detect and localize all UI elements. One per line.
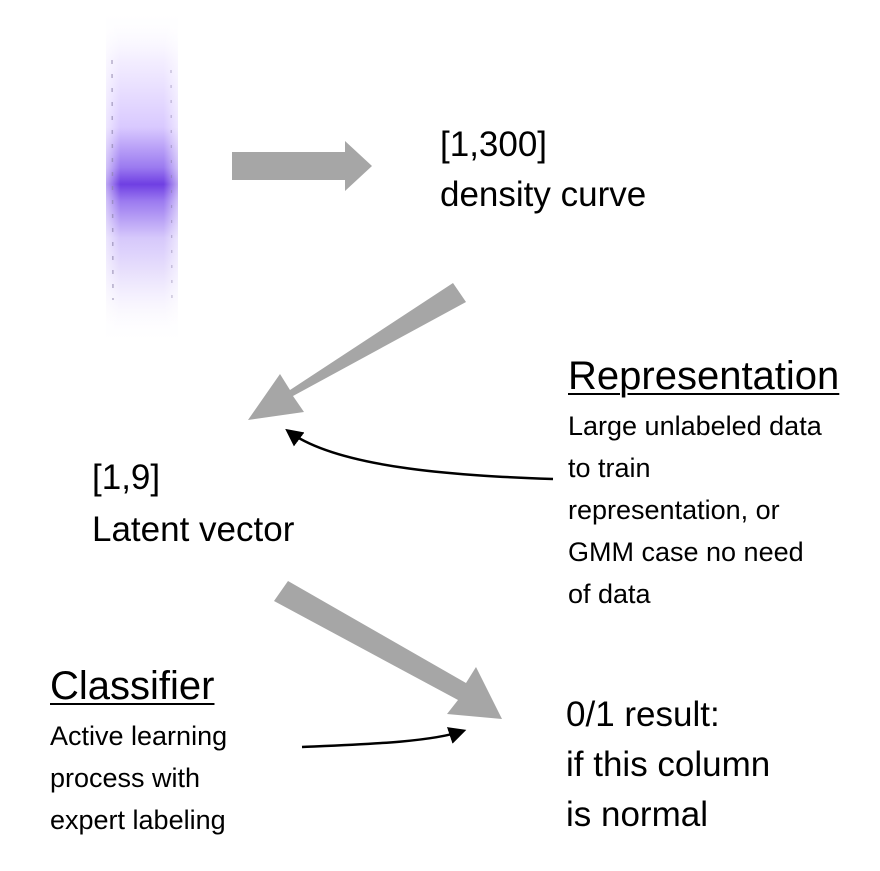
classifier-line: Active learning [50, 721, 228, 751]
representation-line: of data [568, 579, 651, 609]
gel-column-image [106, 10, 178, 345]
representation-line: to train [568, 453, 651, 483]
result-label: 0/1 result: if this column is normal [566, 690, 770, 840]
representation-line: GMM case no need [568, 537, 804, 567]
representation-heading: Representation [568, 354, 840, 398]
latent-dimension: [1,9] [92, 458, 161, 497]
representation-line: Large unlabeled data [568, 411, 822, 441]
result-line: is normal [566, 795, 708, 834]
result-line: if this column [566, 745, 771, 784]
representation-pointer-arrow [285, 428, 554, 481]
process-flow-arrow-2 [248, 283, 466, 420]
classifier-description: Active learning process with expert labe… [50, 715, 227, 841]
classifier-line: process with [50, 763, 201, 793]
classifier-heading: Classifier [50, 664, 215, 708]
process-flow-arrow-1 [232, 141, 372, 191]
result-line: 0/1 result: [566, 695, 720, 734]
classifier-line: expert labeling [50, 805, 226, 835]
density-curve-label: [1,300] density curve [440, 120, 646, 220]
representation-description: Large unlabeled data to train representa… [568, 405, 822, 615]
representation-line: representation, or [568, 495, 780, 525]
latent-vector-label: [1,9] Latent vector [92, 452, 294, 556]
process-flow-arrow-3 [274, 581, 502, 719]
classifier-pointer-arrow [301, 727, 467, 749]
latent-name: Latent vector [92, 510, 295, 549]
density-name: density curve [440, 175, 647, 214]
density-dimension: [1,300] [440, 125, 548, 164]
